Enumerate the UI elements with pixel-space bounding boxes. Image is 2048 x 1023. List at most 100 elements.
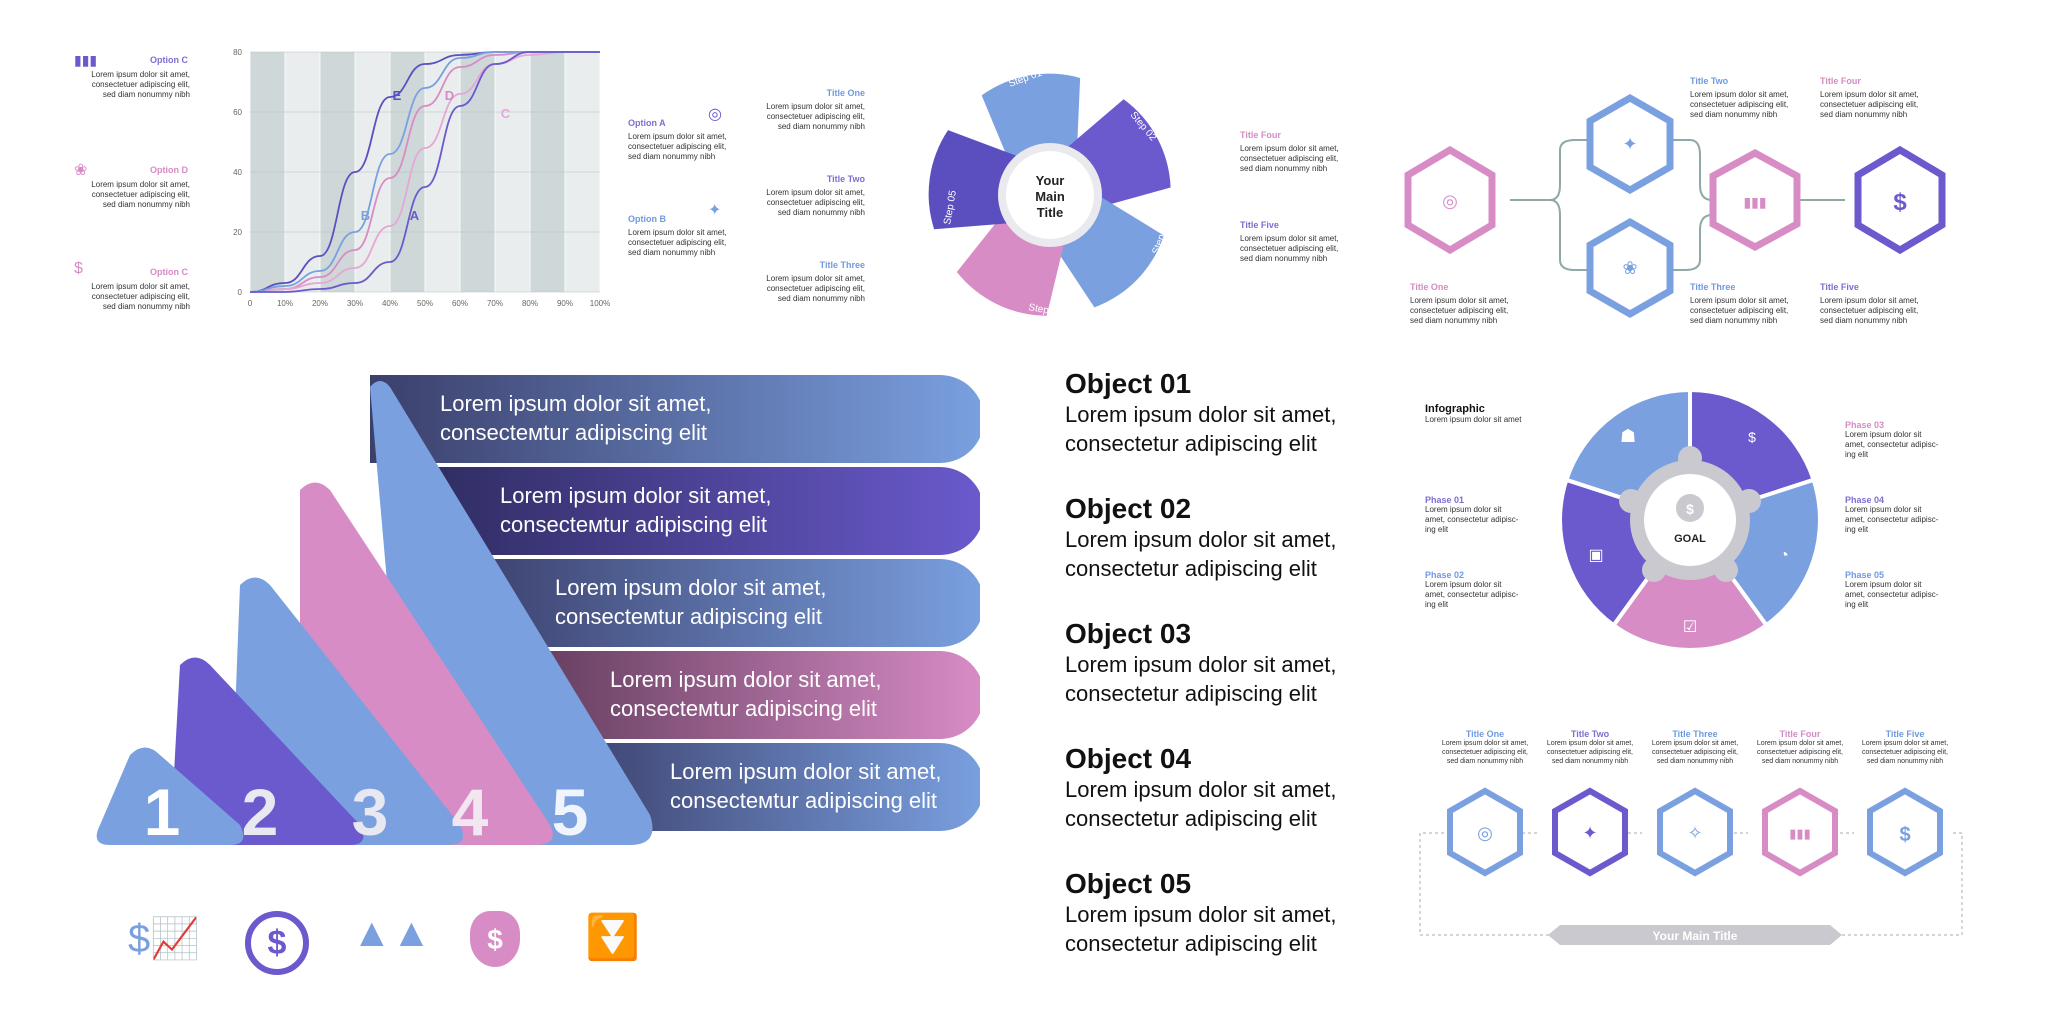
process-title: Title Three — [1672, 729, 1718, 739]
title-text: consectetuer adipiscing elit, — [1410, 306, 1509, 315]
process-title-item: Title One Lorem ipsum dolor sit amet, con… — [1430, 729, 1540, 766]
title-item: Title One Lorem ipsum dolor sit amet,con… — [1410, 282, 1510, 326]
process-title: Title Five — [1885, 729, 1925, 739]
dollar-doc-icon: $ — [1748, 429, 1756, 445]
users-icon: ☗ — [1620, 426, 1636, 446]
process-svg: ◎ ✦ ✧ ▮▮▮ $ Your Main Title — [1419, 787, 1963, 945]
funnel-icon: ⏬ — [585, 913, 640, 962]
option-title: Option C — [150, 55, 188, 65]
phase-text: amet, consectetur adipisc- — [1845, 440, 1939, 449]
chart-bars-icon: ▮▮▮ — [74, 52, 98, 68]
process-title: Title Two — [1570, 729, 1610, 739]
phase-text: amet, consectetur adipisc- — [1845, 515, 1939, 524]
band-line: Lorem ipsum dolor sit amet, — [440, 391, 712, 416]
pyramid-number: 1 — [144, 775, 181, 849]
title-text: consectetuer adipiscing elit, — [766, 284, 865, 293]
title-item: Title Five Lorem ipsum dolor sit amet, c… — [1240, 220, 1350, 264]
object-item: Object 05 Lorem ipsum dolor sit amet, co… — [1065, 868, 1336, 958]
phase-title: Phase 01 — [1425, 495, 1465, 505]
phase-text: Lorem ipsum dolor sit — [1425, 505, 1502, 514]
object-text: Lorem ipsum dolor sit amet, — [1065, 527, 1337, 552]
pyramid-svg: 1 2 3 4 5 — [96, 375, 980, 849]
process-title: Title One — [1465, 729, 1505, 739]
process-text: Lorem ipsum dolor sit amet, — [1651, 740, 1739, 747]
target-icon: ◎ — [1442, 191, 1458, 211]
x-tick-label: 60% — [452, 299, 468, 308]
phase-title: Phase 03 — [1845, 420, 1885, 430]
object-text: Lorem ipsum dolor sit amet, — [1065, 402, 1337, 427]
x-tick-label: 90% — [557, 299, 573, 308]
title-item: Title Three Lorem ipsum dolor sit amet,c… — [1690, 282, 1790, 326]
growth-icon: ✦ — [708, 202, 722, 219]
process-text: sed diam nonummy nibh — [1761, 758, 1839, 765]
area-chart-icon: ▲▲ — [352, 911, 432, 955]
object-item: Object 02 Lorem ipsum dolor sit amet, co… — [1065, 493, 1336, 583]
process-text: sed diam nonummy nibh — [1446, 758, 1524, 765]
process-title: Title Four — [1779, 729, 1821, 739]
dollar-cycle-icon: $ — [74, 260, 83, 277]
curve-label: D — [445, 88, 454, 103]
panel-process: ◎ ✦ ✧ ▮▮▮ $ Your Main Title Title One Lo… — [1410, 725, 1970, 955]
step-label: Step 04 — [1027, 302, 1063, 319]
title-text: consectetuer adipiscing elit, — [1240, 244, 1339, 253]
title-text: Lorem ipsum dolor sit amet, — [1820, 90, 1919, 99]
process-text: Lorem ipsum dolor sit amet, — [1756, 740, 1844, 747]
y-tick-label: 20 — [233, 228, 242, 237]
option-text: consectetuer adipiscing elit, — [628, 238, 727, 247]
y-tick-label: 40 — [233, 168, 242, 177]
band-line: consectемtur adipiscing elit — [500, 512, 768, 537]
title-text: Lorem ipsum dolor sit amet, — [766, 188, 865, 197]
object-text: consectetur adipiscing elit — [1065, 556, 1317, 581]
object-title: Object 01 — [1065, 368, 1192, 399]
object-title: Object 02 — [1065, 493, 1192, 524]
curve-label: E — [393, 88, 402, 103]
center-title-line: Main — [1035, 189, 1065, 204]
pie-chart-icon: ◔ — [1779, 547, 1789, 564]
growth-chart-icon: $📈 — [128, 917, 201, 961]
option-text: sed diam nonummy nibh — [628, 152, 716, 161]
brain-icon: ❀ — [74, 162, 88, 179]
option-text: sed diam nonummy nibh — [102, 302, 190, 311]
pyramid-number: 2 — [242, 775, 279, 849]
phase-text: ing elit — [1425, 600, 1449, 609]
band-text: Lorem ipsum dolor sit amet,consectемtur … — [670, 757, 941, 815]
object-title: Object 04 — [1065, 743, 1192, 774]
phase-text: Lorem ipsum dolor sit — [1845, 430, 1922, 439]
object-text: consectetur adipiscing elit — [1065, 806, 1317, 831]
x-tick-label: 40% — [382, 299, 398, 308]
process-text: sed diam nonummy nibh — [1551, 758, 1629, 765]
title-item: Title Five Lorem ipsum dolor sit amet,co… — [1820, 282, 1920, 326]
phase-text: Lorem ipsum dolor sit — [1845, 505, 1922, 514]
option-title: Option B — [628, 214, 666, 224]
center-title-line: Title — [1037, 205, 1064, 220]
phase-text: ing elit — [1845, 525, 1869, 534]
panel-objects: Object 01 Lorem ipsum dolor sit amet, co… — [1065, 368, 1385, 978]
puzzle-svg: $ GOAL ☗ $ ◔ ☑ ▣ — [1558, 387, 1822, 653]
dollar-cycle-icon: $ — [245, 911, 309, 975]
title-text: Lorem ipsum dolor sit amet, — [1410, 296, 1509, 305]
growth-icon: ✦ — [1582, 823, 1597, 843]
process-text: Lorem ipsum dolor sit amet, — [1441, 740, 1529, 747]
title-text: Lorem ipsum dolor sit amet, — [1820, 296, 1919, 305]
pinwheel-svg: Step 01 Step 02 Step 03 Step 04 Step 05 … — [928, 68, 1173, 319]
curve-label: B — [361, 208, 370, 223]
title-text: consectetuer adipiscing elit, — [766, 198, 865, 207]
object-title: Object 03 — [1065, 618, 1192, 649]
title-item: Title Four Lorem ipsum dolor sit amet,co… — [1820, 76, 1920, 120]
title-text: consectetuer adipiscing elit, — [1820, 100, 1919, 109]
title-text: sed diam nonummy nibh — [1240, 164, 1328, 173]
phase-text: ing elit — [1845, 600, 1869, 609]
process-text: consectetuer adipiscing elit, — [1442, 749, 1528, 756]
phase-text: amet, consectetur adipisc- — [1845, 590, 1939, 599]
title-text: consectetuer adipiscing elit, — [1690, 100, 1789, 109]
growth-icon: ✦ — [1622, 134, 1637, 154]
option-title: Option C — [150, 267, 188, 277]
option-text: Lorem ipsum dolor sit amet, — [91, 70, 190, 79]
title-text: consectetuer adipiscing elit, — [1240, 154, 1339, 163]
object-text: Lorem ipsum dolor sit amet, — [1065, 777, 1337, 802]
option-text: consectetuer adipiscing elit, — [91, 190, 190, 199]
option-item: ✦ Option B Lorem ipsum dolor sit amet, c… — [628, 202, 738, 258]
